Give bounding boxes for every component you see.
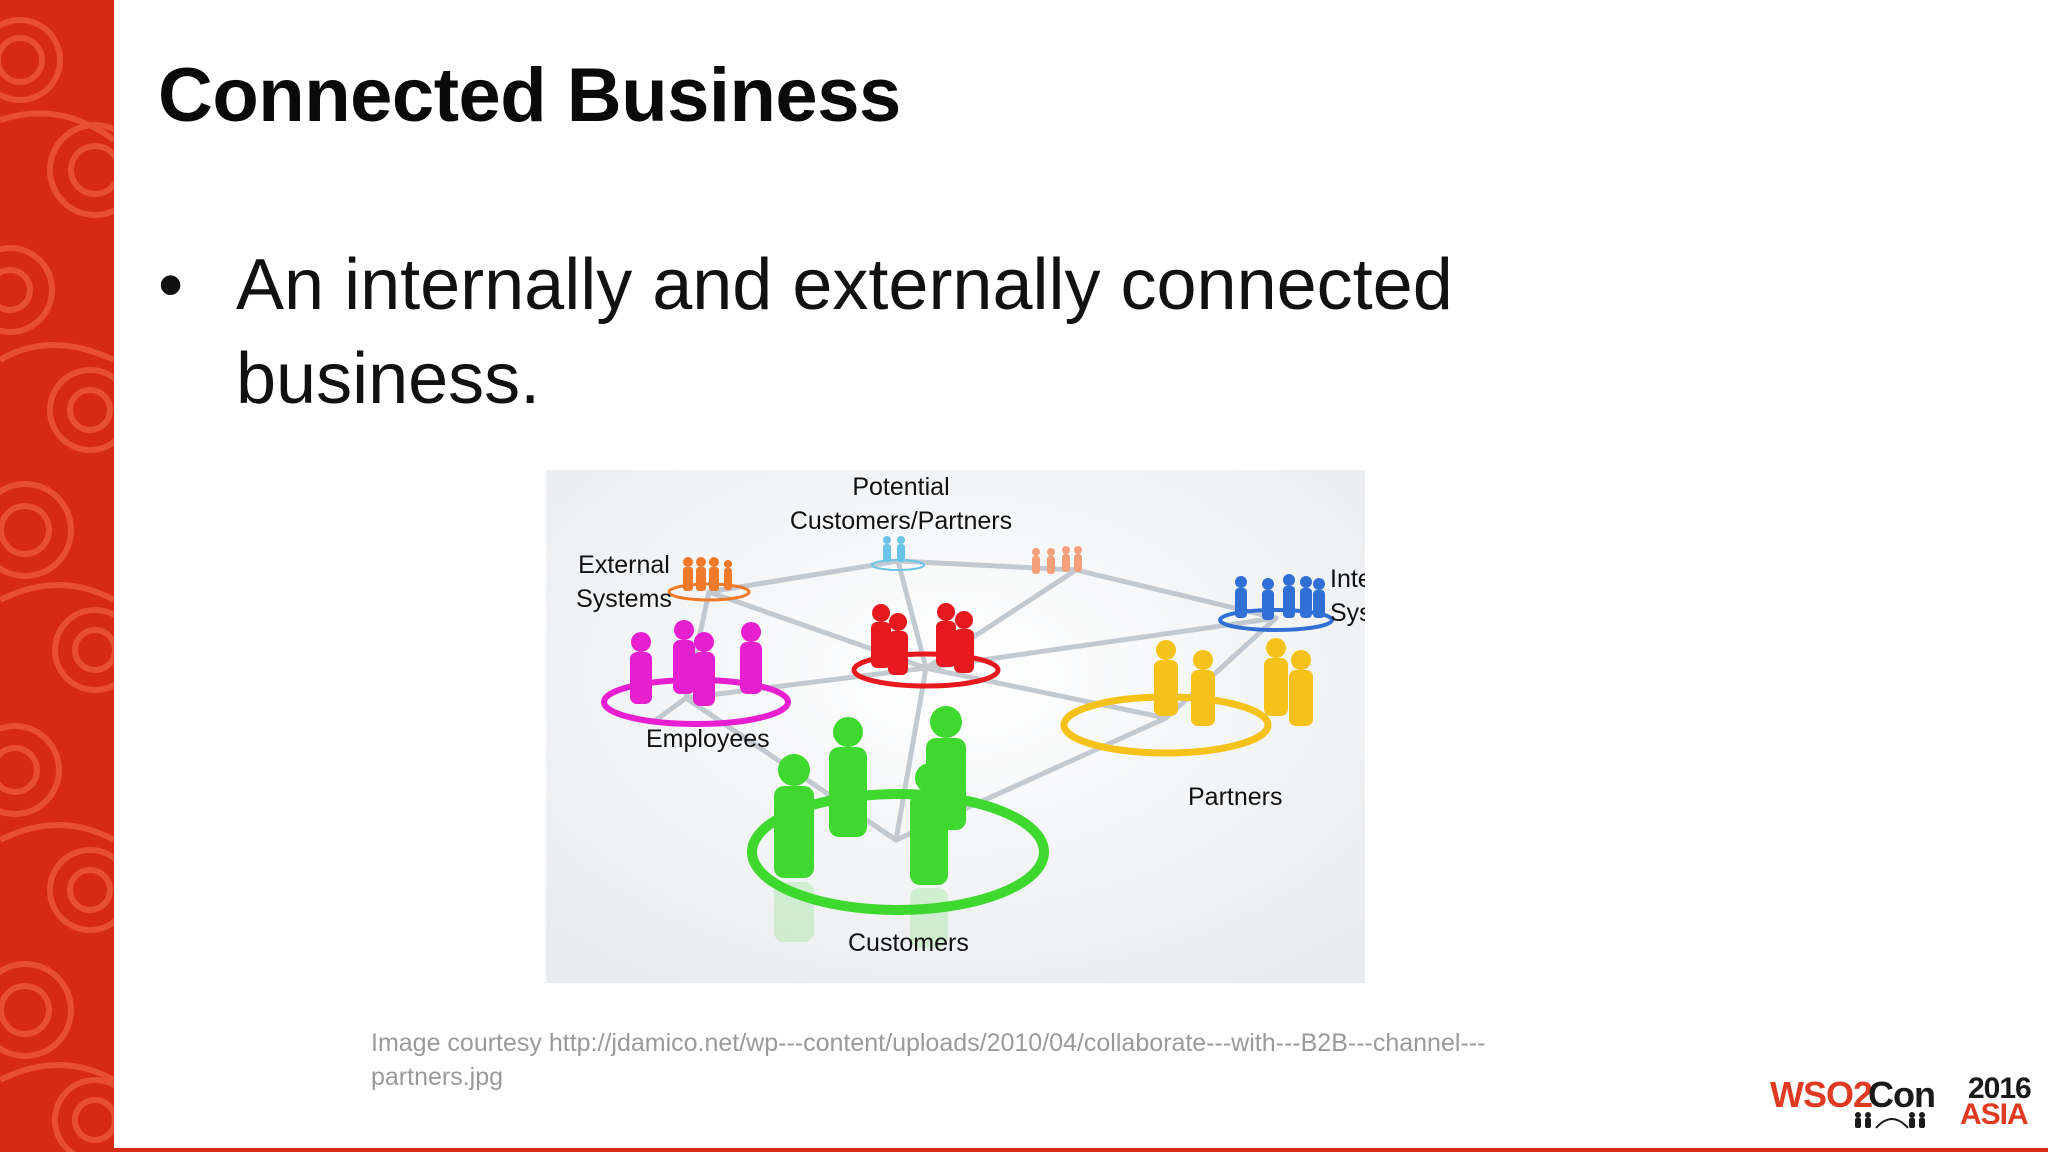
wso2con-logo: WSO2 Con 2016 ASIA	[1770, 1072, 2032, 1132]
bullet-text: An internally and externally connected b…	[236, 245, 1453, 419]
center-group	[851, 603, 1001, 689]
logo-year: 2016	[1968, 1072, 2032, 1105]
swirl-pattern-icon	[0, 17, 114, 1152]
people-icon	[1855, 1112, 1925, 1129]
logo-brand-left: WSO2	[1770, 1074, 1873, 1115]
potential-partners-group	[1032, 546, 1082, 574]
label-external-systems: External Systems	[564, 548, 684, 616]
bullet-marker: •	[158, 245, 184, 325]
external-systems-group	[667, 557, 751, 602]
partners-group	[1060, 638, 1313, 757]
label-customers: Customers	[848, 929, 969, 957]
label-potential-line2: Customers/Partners	[789, 507, 1013, 535]
label-external-line1: External	[578, 551, 670, 579]
label-potential: Potential Customers/Partners	[786, 470, 1016, 538]
image-credit: Image courtesy http://jdamico.net/wp---c…	[371, 1026, 1621, 1094]
bottom-accent-line	[114, 1148, 2048, 1152]
label-partners: Partners	[1188, 783, 1283, 811]
credit-line1: Image courtesy http://jdamico.net/wp---c…	[371, 1029, 1486, 1057]
bullet-item: • An internally and externally connected…	[158, 238, 1558, 426]
label-internal-line2: Systems	[1330, 599, 1365, 627]
slide-title: Connected Business	[158, 53, 901, 138]
credit-line2: partners.jpg	[371, 1063, 504, 1091]
label-internal-line1: Internal	[1330, 565, 1365, 593]
logo-brand-right: Con	[1868, 1074, 1936, 1115]
decorative-sidebar	[0, 0, 114, 1152]
label-internal-systems: Internal Systems	[1330, 562, 1365, 630]
internal-systems-group	[1218, 574, 1334, 632]
customers-group	[747, 706, 1049, 948]
potential-customers-group	[871, 536, 925, 571]
network-diagram-graphic	[546, 470, 1365, 983]
label-employees: Employees	[646, 725, 770, 753]
employees-group	[601, 620, 791, 727]
connected-business-illustration: Potential Customers/Partners External Sy…	[546, 470, 1365, 983]
label-external-line2: Systems	[576, 585, 672, 613]
logo-region: ASIA	[1960, 1098, 2029, 1131]
label-potential-line1: Potential	[852, 473, 950, 501]
